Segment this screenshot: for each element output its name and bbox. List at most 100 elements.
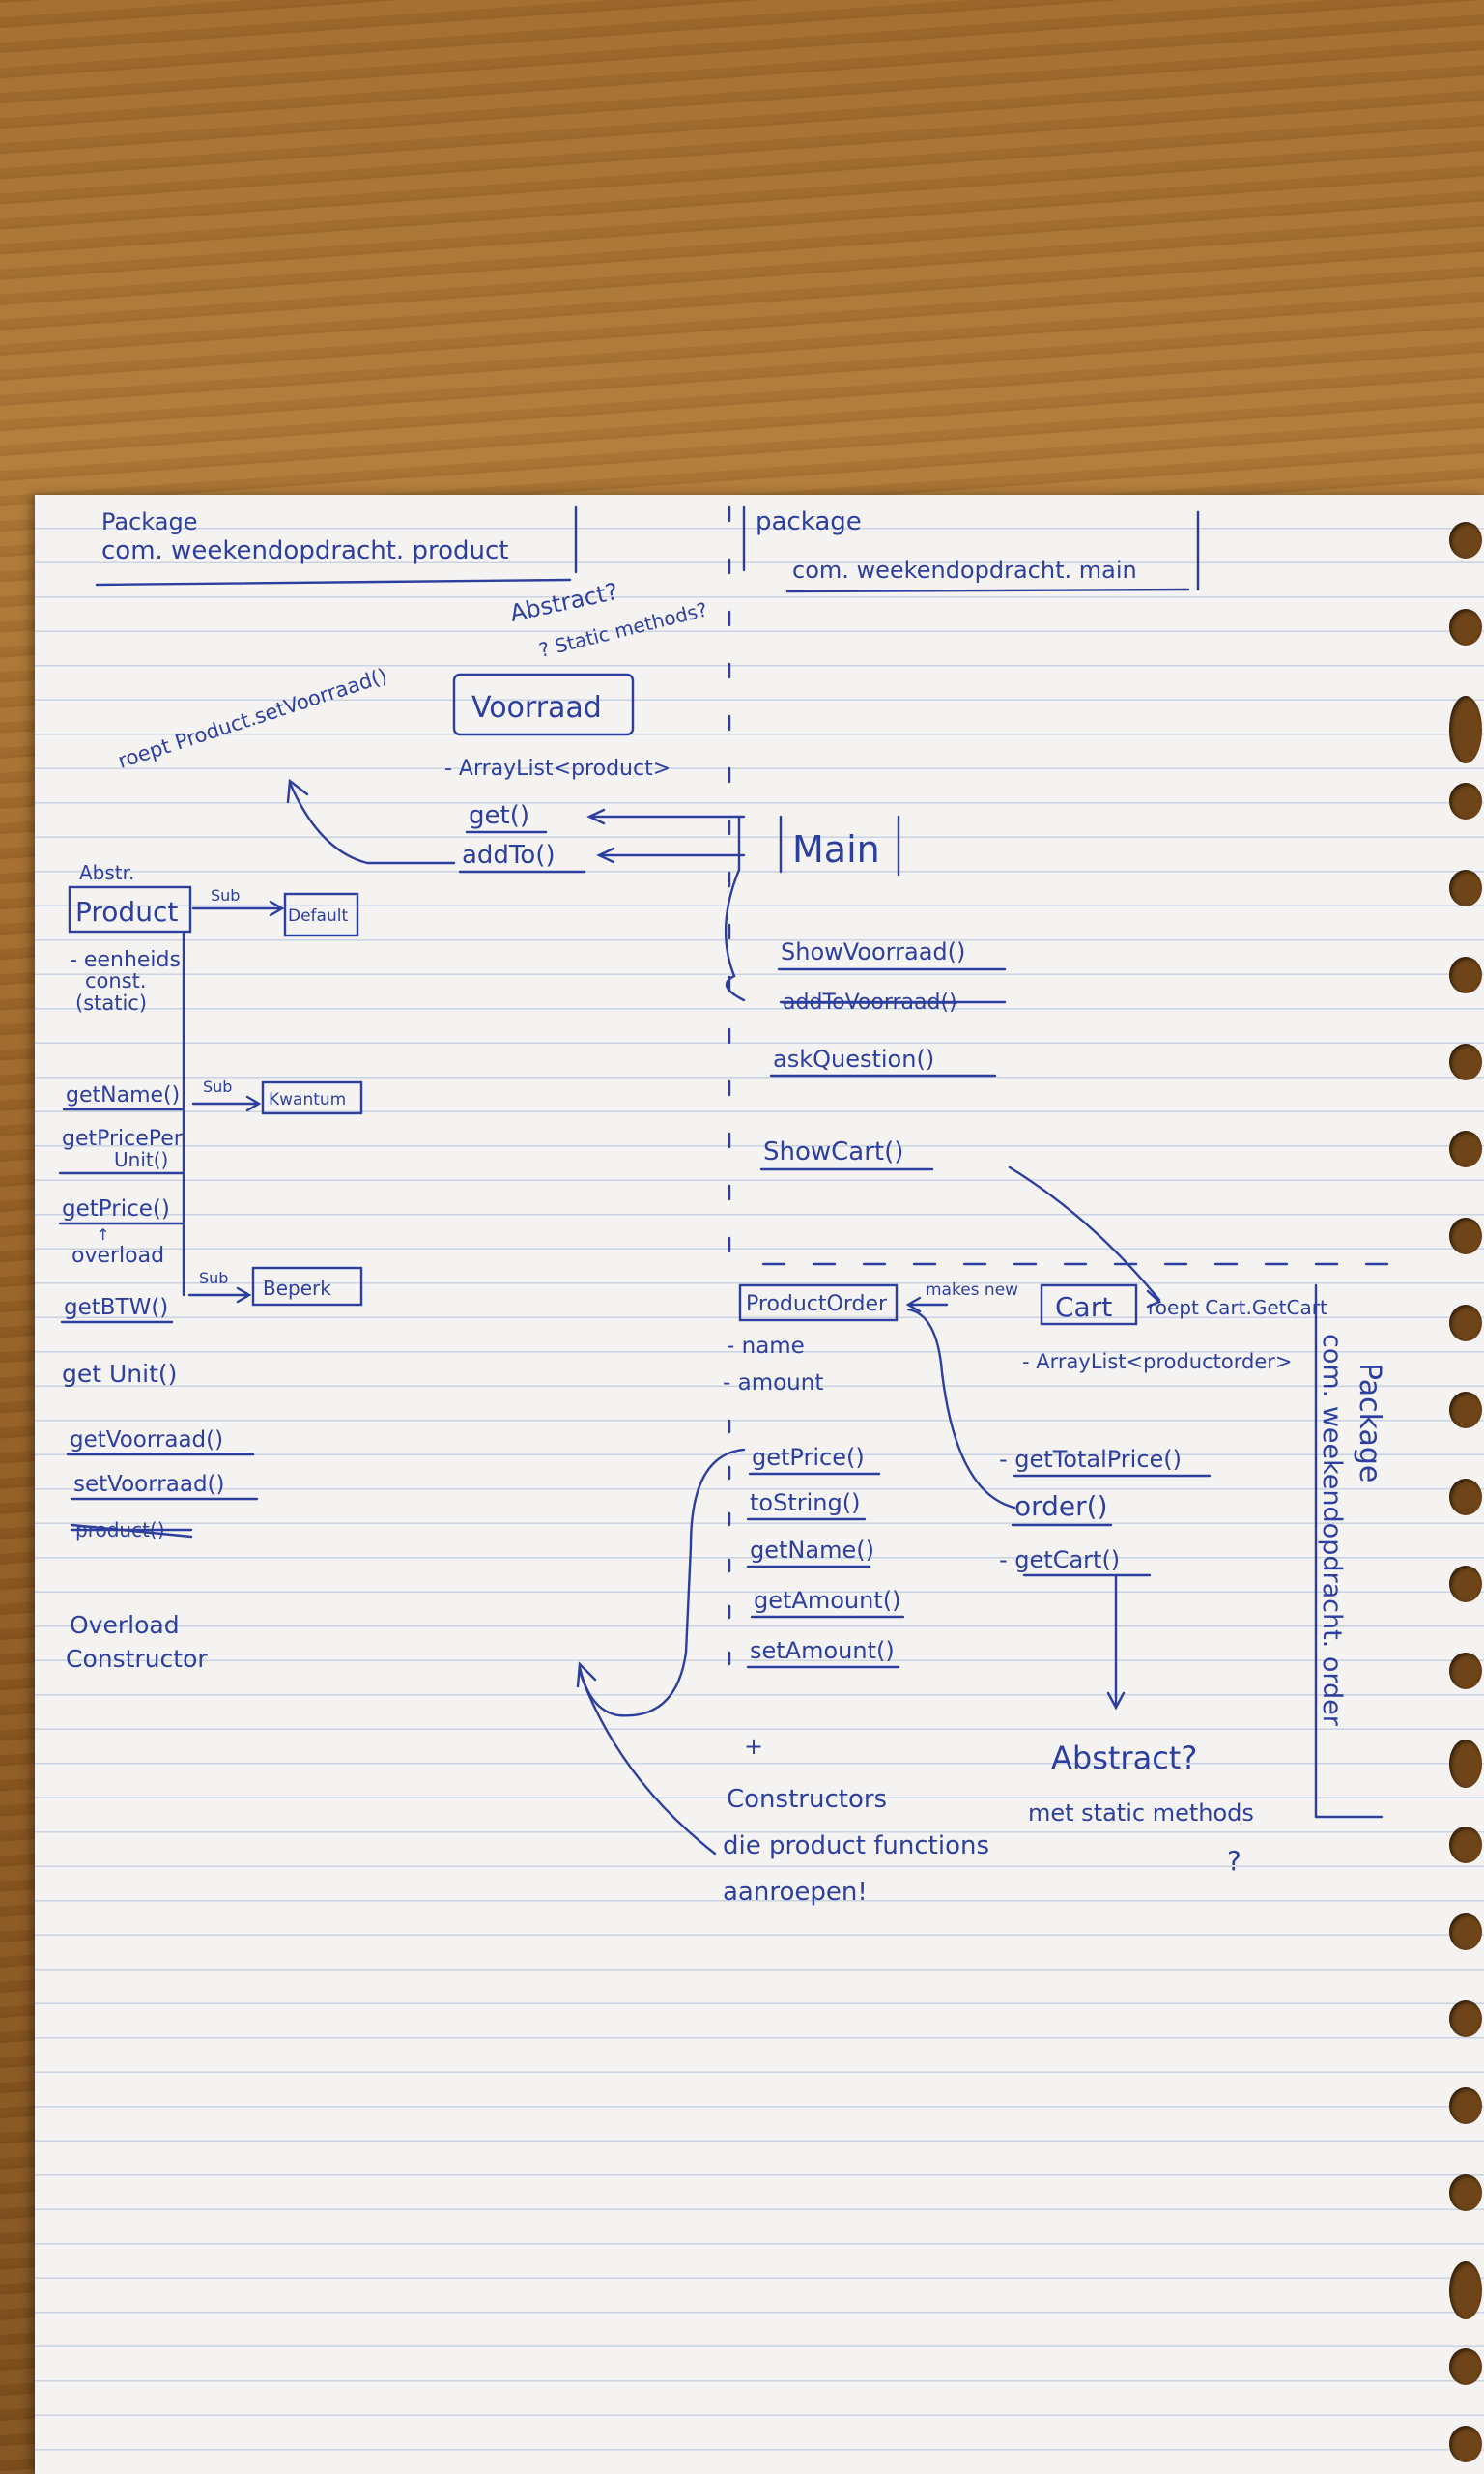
default-title: Default — [288, 906, 348, 926]
main-method-showvoorraad: ShowVoorraad() — [781, 938, 965, 965]
scribble-connector — [724, 815, 746, 1002]
productorder-box — [738, 1283, 899, 1322]
voorraad-method-addto: addTo() — [462, 841, 556, 870]
arrow-main-to-addto — [596, 847, 746, 864]
cart-method-order: order() — [1014, 1490, 1108, 1522]
overload-note: overload — [71, 1244, 164, 1268]
package-main-underline — [785, 588, 1190, 593]
cart-field-arraylist: - ArrayList<productorder> — [1022, 1350, 1292, 1373]
strike-through — [70, 1523, 193, 1539]
cart-method-gettotalprice: - getTotalPrice() — [999, 1446, 1182, 1473]
package-order-label: Package — [1353, 1363, 1386, 1482]
sub-label-kwantum: Sub — [203, 1078, 232, 1096]
binder-hole — [1449, 783, 1482, 820]
arrow-addto-to-product — [286, 778, 456, 865]
default-box — [283, 892, 359, 937]
met-static-note: met static methods — [1028, 1799, 1254, 1827]
product-field-const: const. — [85, 969, 147, 992]
binder-hole — [1449, 1218, 1482, 1254]
arrow-to-kwantum — [191, 1095, 262, 1112]
productorder-field-amount: - amount — [723, 1370, 823, 1395]
productorder-method-tostring: toString() — [750, 1489, 860, 1516]
die-product-note: die product functions — [723, 1831, 989, 1860]
productorder-method-getname: getName() — [750, 1537, 874, 1564]
binder-hole — [1449, 1653, 1482, 1689]
arrow-order-to-productorder — [906, 1308, 1016, 1510]
binder-hole — [1449, 1305, 1482, 1341]
kwantum-box — [261, 1080, 363, 1115]
makes-new-note: makes new — [926, 1280, 1018, 1300]
voorraad-title: Voorraad — [471, 691, 602, 725]
package-product-label: Package — [101, 508, 197, 535]
productorder-field-name: - name — [727, 1334, 805, 1359]
product-method-getpriceper: getPricePer — [62, 1127, 184, 1151]
binder-hole — [1449, 2261, 1482, 2319]
arrow-showcart-to-cart — [1008, 1165, 1162, 1309]
binder-hole — [1449, 1827, 1482, 1863]
main-method-showcart: ShowCart() — [763, 1137, 903, 1166]
binder-hole — [1449, 2426, 1482, 2462]
binder-hole — [1449, 1392, 1482, 1428]
binder-hole — [1449, 957, 1482, 993]
binder-hole — [1449, 1131, 1482, 1167]
binder-hole — [1449, 696, 1482, 763]
cart-title: Cart — [1055, 1291, 1112, 1323]
binder-hole — [1449, 1479, 1482, 1515]
ruled-lines — [35, 495, 1484, 2474]
cart-method-getcart: - getCart() — [999, 1546, 1120, 1573]
package-product-name: com. weekendopdracht. product — [101, 536, 508, 565]
bracket-to-constructors — [578, 1670, 717, 1856]
binder-hole — [1449, 1044, 1482, 1080]
product-method-getname: getName() — [66, 1083, 180, 1108]
notebook-page — [35, 495, 1484, 2474]
beperk-box — [251, 1266, 363, 1307]
product-field-static: (static) — [75, 992, 147, 1015]
product-method-getvoorraad: getVoorraad() — [70, 1427, 223, 1453]
arrow-makes-new — [905, 1296, 949, 1313]
binder-hole — [1449, 1566, 1482, 1602]
binder-hole — [1449, 1913, 1482, 1950]
plus-sign: + — [744, 1733, 763, 1760]
question-mark: ? — [1227, 1845, 1241, 1877]
abstract-label: Abstr. — [79, 861, 134, 884]
overload-constructor-line1: Overload — [70, 1611, 180, 1639]
voorraad-field-arraylist: - ArrayList<product> — [444, 757, 671, 781]
product-box — [68, 885, 192, 934]
package-order-name: com. weekendopdracht. order — [1317, 1334, 1347, 1727]
voorraad-method-get: get() — [469, 801, 529, 830]
binder-hole — [1449, 2174, 1482, 2211]
abstract-question: Abstract? — [507, 578, 620, 627]
arrow-to-beperk — [187, 1286, 252, 1304]
binder-hole — [1449, 2087, 1482, 2124]
productorder-title: ProductOrder — [746, 1292, 888, 1316]
voorraad-box — [452, 673, 635, 736]
product-method-getprice: getPrice() — [62, 1196, 170, 1222]
package-main-name: com. weekendopdracht. main — [792, 557, 1137, 584]
aanroepen-note: aanroepen! — [723, 1878, 868, 1907]
package-product-underline — [95, 578, 572, 587]
overload-constructor-line2: Constructor — [66, 1645, 208, 1673]
productorder-method-getprice: getPrice() — [752, 1444, 865, 1471]
arrow-getcart-down — [1106, 1573, 1126, 1711]
kwantum-title: Kwantum — [269, 1090, 346, 1109]
sub-label-default: Sub — [211, 886, 240, 905]
product-title: Product — [75, 896, 178, 928]
product-method-getbtw: getBTW() — [64, 1295, 168, 1320]
main-title: Main — [792, 828, 880, 871]
abstract-question-2: Abstract? — [1051, 1740, 1197, 1776]
binder-hole — [1449, 1740, 1482, 1788]
roept-getcart-note: roept Cart.GetCart — [1148, 1296, 1327, 1319]
productorder-method-setamount: setAmount() — [750, 1637, 895, 1664]
roept-setvoorraad-note: roept Product.setVoorraad() — [115, 664, 390, 773]
main-method-askquestion: askQuestion() — [773, 1046, 934, 1073]
binder-hole — [1449, 870, 1482, 906]
binder-hole — [1449, 2000, 1482, 2037]
arrow-to-default — [191, 900, 285, 917]
arrow-main-to-get — [586, 808, 746, 825]
bracket-productorder-methods — [576, 1448, 746, 1717]
cart-box — [1040, 1283, 1138, 1326]
product-method-unit: Unit() — [114, 1148, 168, 1171]
beperk-title: Beperk — [263, 1277, 331, 1300]
binder-hole — [1449, 522, 1482, 559]
